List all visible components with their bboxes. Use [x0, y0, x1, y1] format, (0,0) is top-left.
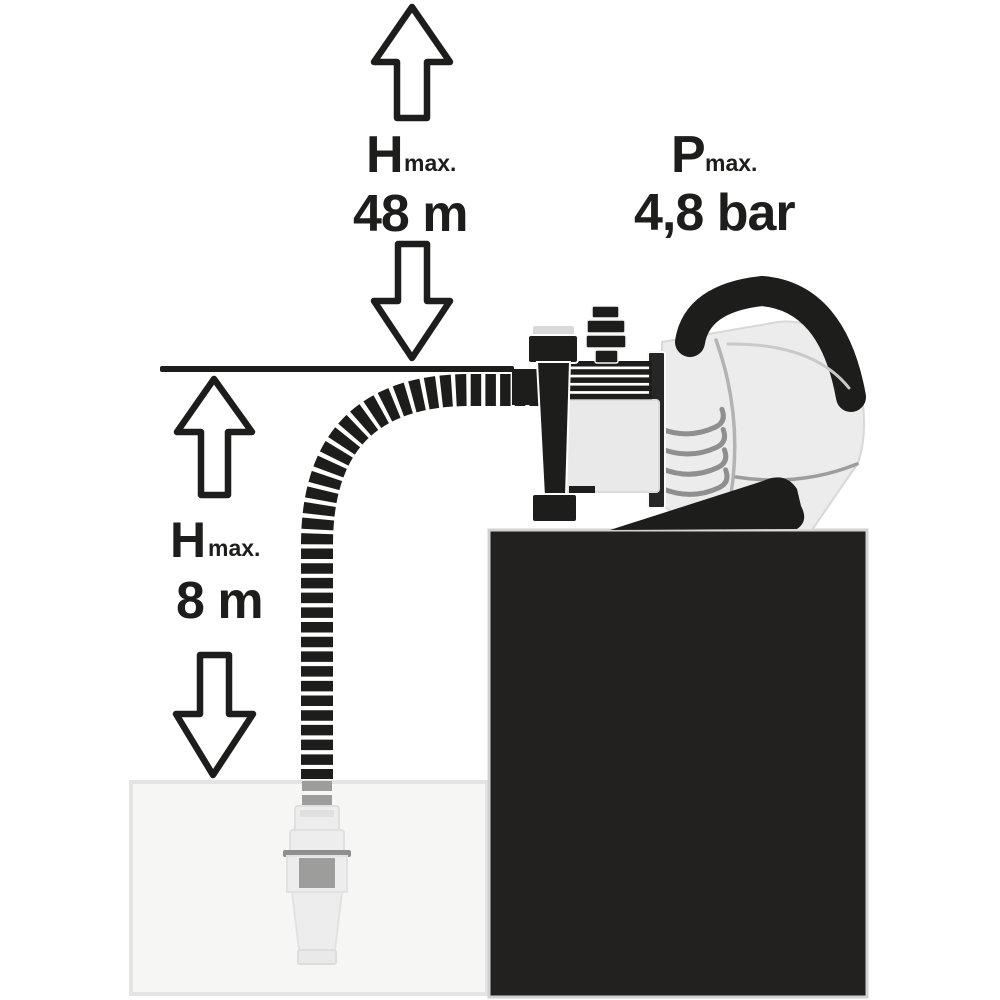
up-arrow-icon — [370, 3, 454, 122]
pump-body-tab — [569, 486, 595, 493]
pump-base-wedge — [610, 477, 805, 530]
pump-handle — [675, 275, 866, 412]
head-value: 48 m — [353, 185, 468, 243]
reference-line — [160, 366, 514, 372]
outlet-step — [586, 319, 626, 334]
pump-motor-ribs — [570, 361, 652, 400]
rib — [570, 393, 652, 400]
vent-lines-icon — [655, 406, 730, 497]
rib — [570, 369, 652, 375]
down-arrow-icon — [370, 240, 454, 362]
pump-outlet-connector — [585, 305, 627, 364]
outlet-step — [591, 305, 620, 319]
pump-inlet-assembly — [512, 326, 579, 523]
foot-valve-rim — [297, 949, 337, 965]
foot-valve-step1 — [294, 805, 340, 833]
housing-seam-top — [726, 342, 851, 390]
suction-hose-icon — [301, 374, 540, 779]
inlet-foot — [531, 493, 578, 523]
suction-value: 8 m — [176, 572, 263, 630]
foot-valve-step1-band — [300, 810, 334, 817]
housing-seam-bottom — [734, 462, 859, 482]
pressure-value: 4,8 bar — [634, 184, 795, 242]
vent-line — [657, 427, 728, 457]
pump-body — [562, 399, 660, 493]
head-subscript: max. — [404, 150, 456, 176]
pump-icon — [512, 275, 866, 531]
outlet-neck — [594, 349, 619, 364]
head-symbol: H — [366, 126, 404, 184]
down-arrow-small-icon — [172, 651, 257, 779]
foot-valve-icon — [283, 805, 351, 965]
foot-valve-window — [299, 858, 335, 888]
vent-line — [659, 467, 730, 497]
vent-line — [658, 447, 729, 477]
up-arrow-small-icon — [173, 375, 256, 499]
foot-valve-cone — [290, 891, 344, 959]
pedestal-block — [487, 528, 869, 999]
inlet-cone — [535, 361, 572, 497]
suction-subscript: max. — [208, 535, 260, 561]
vent-line — [655, 406, 726, 437]
pressure-subscript: max. — [705, 150, 757, 176]
outlet-step — [585, 334, 627, 349]
rib — [570, 385, 652, 392]
pressure-max-label: P max. 4,8 bar — [634, 126, 796, 242]
head-max-label: H max. 48 m — [353, 126, 469, 243]
inlet-cap — [527, 334, 579, 364]
suction-symbol: H — [170, 512, 206, 568]
pressure-symbol: P — [671, 126, 706, 184]
rib — [570, 377, 652, 383]
suction-max-label: H max. 8 m — [170, 512, 264, 630]
